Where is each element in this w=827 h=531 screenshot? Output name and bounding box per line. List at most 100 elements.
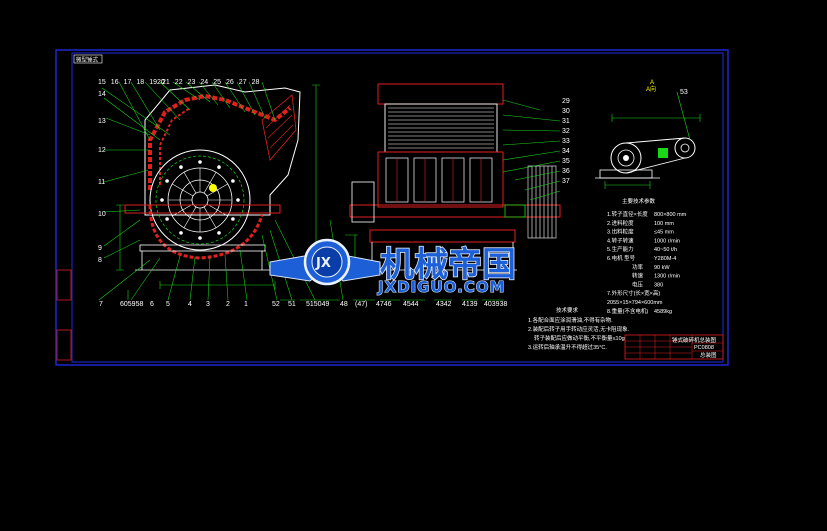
callout-label: 4 xyxy=(188,301,192,308)
callout-label: 14 xyxy=(98,91,106,98)
callout-label: 29 xyxy=(562,98,570,105)
rotor-hammer xyxy=(198,160,202,164)
callout-label: 16 xyxy=(111,79,119,86)
note-line: 2.装配后转子用手转动应灵活,无卡阻现象. xyxy=(528,325,630,333)
notes-lines: 1.各配合面应涂润滑油,不得有杂物.2.装配后转子用手转动应灵活,无卡阻现象.转… xyxy=(528,316,630,351)
callout-label: 12 xyxy=(98,147,106,154)
watermark-english: JXDIGUO.COM xyxy=(377,278,505,296)
callout-label: 23 xyxy=(188,79,196,86)
detail-callout-53: 53 xyxy=(680,89,688,96)
spec-key: 2.进料粒度 xyxy=(607,219,634,227)
rotor-hammer xyxy=(198,236,202,240)
spec-value: 800×800 mm xyxy=(654,212,687,218)
rotor-spoke xyxy=(172,183,194,197)
watermark-chinese: 机械帝国 xyxy=(380,245,516,285)
rotor-hammers xyxy=(160,160,240,240)
rotor-spoke xyxy=(183,206,197,228)
spec-key: 电压 xyxy=(632,280,644,288)
spec-key: 功率 xyxy=(632,263,644,271)
rotor-spoke xyxy=(172,203,194,217)
callout-label: 515049 xyxy=(306,301,329,308)
rotor-hammer xyxy=(179,231,183,235)
callout-label: 26 xyxy=(226,79,234,86)
pulley xyxy=(527,165,557,239)
callout-label: 32 xyxy=(562,128,570,135)
callout-label: 2 xyxy=(226,301,230,308)
callout-label: 10 xyxy=(98,211,106,218)
rotor-hammer xyxy=(165,217,169,221)
callout-label: 28 xyxy=(252,79,260,86)
callout-label: 1920 xyxy=(149,79,165,86)
side-hammer-disks xyxy=(385,157,493,203)
rotor-hammer xyxy=(160,198,164,202)
callout-label: 1 xyxy=(244,301,248,308)
title-block-code: PC0808 xyxy=(694,345,714,351)
spec-key: 5.生产能力 xyxy=(607,245,634,253)
callout-label: 27 xyxy=(239,79,247,86)
title-block-name: 锤式破碎机总装图 xyxy=(672,336,717,344)
spec-key: 1.转子直径×长度 xyxy=(607,210,648,218)
callout-label: 25 xyxy=(213,79,221,86)
callout-label: 3 xyxy=(206,301,210,308)
callout-label: 52 xyxy=(272,301,280,308)
side-section-view xyxy=(345,83,561,271)
detail-view: A A向 53 xyxy=(595,80,701,189)
grate-bars xyxy=(148,204,264,260)
callout-label: 18 xyxy=(136,79,144,86)
rotor-spoke xyxy=(203,206,217,228)
watermark: JX 机械帝国 JXDIGUO.COM xyxy=(269,238,517,297)
callout-label: 21 xyxy=(162,79,170,86)
spec-key: 转速 xyxy=(632,272,644,280)
rotor-hammer xyxy=(179,165,183,169)
watermark-emblem: JX xyxy=(269,238,381,286)
spec-value: 4589kg xyxy=(654,309,672,315)
liner-plates xyxy=(148,93,292,190)
callout-label: 22 xyxy=(175,79,183,86)
spec-value: 380 xyxy=(654,282,663,288)
watermark-emblem-text: JX xyxy=(315,256,331,271)
spec-value: 1300 r/min xyxy=(654,274,680,280)
callout-label: 24 xyxy=(200,79,208,86)
rotor-spoke xyxy=(206,183,228,197)
front-section-view xyxy=(116,84,320,300)
rotor-hammer xyxy=(217,165,221,169)
callout-label: 5 xyxy=(166,301,170,308)
rotor-hammer xyxy=(217,231,221,235)
callout-label: 605958 xyxy=(120,301,143,308)
spec-key: 6.电机 型号 xyxy=(607,254,636,262)
callout-label: 6 xyxy=(150,301,154,308)
rotor-spoke xyxy=(206,203,228,217)
spec-value: 1000 r/min xyxy=(654,238,680,244)
callout-label: 36 xyxy=(562,168,570,175)
specs-title: 主要技术参数 xyxy=(622,197,656,205)
spec-key: 3.出料粒度 xyxy=(607,228,634,236)
spec-key: 7.外形尺寸(长×宽×高) xyxy=(607,289,660,297)
callout-label: 37 xyxy=(562,178,570,185)
title-block-mark: 总装图 xyxy=(700,351,717,359)
corner-tag: 微型锤式 xyxy=(73,54,103,64)
note-line: 3.运转后轴承温升不得超过35°C. xyxy=(528,343,607,351)
callout-label: 13 xyxy=(98,118,106,125)
spec-value: ≤45 mm xyxy=(654,230,674,236)
callout-label: 33 xyxy=(562,138,570,145)
spec-key: 4.转子转速 xyxy=(607,236,634,244)
rotor-hammer xyxy=(236,198,240,202)
callout-label: 30 xyxy=(562,108,570,115)
callout-label: (47) xyxy=(355,301,367,308)
spec-key: 2055×15×794×600mm xyxy=(607,300,663,306)
rotor-hammer xyxy=(231,179,235,183)
callout-label: 34 xyxy=(562,148,570,155)
callout-label: 51 xyxy=(288,301,296,308)
callout-label: 403938 xyxy=(484,301,507,308)
side-hatch-lines xyxy=(388,107,494,149)
callout-label: 15 xyxy=(98,79,106,86)
rotor-spoke xyxy=(183,172,197,194)
spec-key: 8.重量(不含电机) xyxy=(607,307,648,315)
rotor-spokes xyxy=(168,168,232,232)
